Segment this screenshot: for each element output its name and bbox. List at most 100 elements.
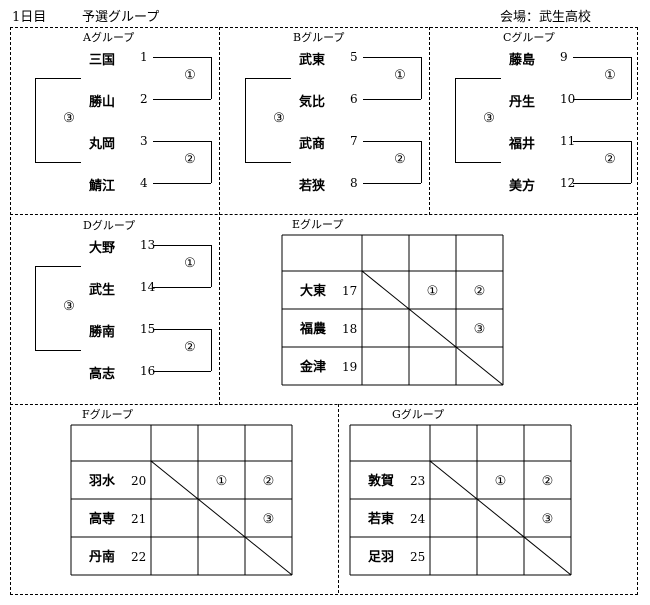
group-title: Bグループ	[293, 31, 345, 44]
seed-number: 11	[560, 134, 576, 148]
match-marker: ①	[604, 68, 616, 83]
group-title: Aグループ	[83, 31, 135, 44]
team-name: 武生	[89, 283, 116, 298]
diagonal-line	[361, 270, 504, 386]
bracket-line	[631, 141, 632, 183]
group-title: Cグループ	[503, 31, 555, 44]
diagonal-line	[150, 460, 293, 576]
bracket-line	[245, 162, 291, 163]
divider-v3	[338, 404, 339, 593]
bracket-line	[153, 287, 211, 288]
group-title: Gグループ	[392, 408, 445, 421]
match-marker: ①	[427, 284, 439, 299]
team-name: 福井	[509, 137, 536, 152]
bracket-line	[153, 141, 211, 142]
group-title: Dグループ	[83, 219, 136, 232]
bracket-line	[35, 350, 81, 351]
team-name: 丹南	[89, 549, 115, 565]
match-marker: ①	[495, 474, 507, 489]
bracket-line	[35, 78, 36, 163]
bracket-line	[153, 57, 211, 58]
match-marker: ③	[273, 111, 285, 126]
team-name: 高専	[89, 511, 115, 527]
bracket-line	[35, 266, 81, 267]
group-title: Fグループ	[82, 408, 133, 421]
outer-frame	[10, 27, 638, 595]
seed-number: 13	[140, 238, 156, 252]
team-name: 丹生	[509, 95, 536, 110]
bracket-line	[455, 78, 456, 163]
team-name: 福農	[299, 321, 327, 337]
bracket-line	[573, 183, 631, 184]
bracket-line	[421, 57, 422, 99]
seed-number: 12	[560, 176, 576, 190]
team-name: 鯖江	[89, 179, 116, 194]
team-name: 美方	[509, 179, 536, 194]
match-marker: ③	[474, 322, 486, 337]
team-name: 羽水	[89, 473, 116, 489]
team-name: 若東	[367, 511, 394, 527]
match-marker: ②	[184, 152, 196, 167]
team-name: 気比	[299, 95, 326, 110]
bracket-line	[363, 141, 421, 142]
team-name: 大野	[89, 241, 116, 256]
seed-number: 15	[140, 322, 156, 336]
group-title: Eグループ	[292, 218, 344, 231]
seed-number: 25	[410, 550, 425, 564]
seed-number: 2	[140, 92, 148, 106]
divider-h2	[10, 404, 637, 405]
match-marker: ③	[63, 299, 75, 314]
match-marker: ③	[542, 512, 554, 527]
match-marker: ②	[542, 474, 554, 489]
match-marker: ②	[184, 340, 196, 355]
bracket-line	[153, 371, 211, 372]
seed-number: 23	[410, 474, 425, 488]
seed-number: 16	[140, 364, 156, 378]
diagonal-line	[429, 460, 572, 576]
bracket-line	[573, 99, 631, 100]
seed-number: 18	[342, 322, 357, 336]
bracket-line	[573, 141, 631, 142]
bracket-line	[35, 162, 81, 163]
seed-number: 3	[140, 134, 148, 148]
seed-number: 7	[350, 134, 358, 148]
bracket-line	[245, 78, 246, 163]
seed-number: 6	[350, 92, 358, 106]
seed-number: 5	[350, 50, 358, 64]
divider-v2	[429, 27, 430, 215]
team-name: 三国	[89, 53, 116, 68]
bracket-line	[245, 78, 291, 79]
seed-number: 1	[140, 50, 148, 64]
bracket-line	[35, 78, 81, 79]
team-name: 武東	[299, 53, 326, 68]
seed-number: 8	[350, 176, 358, 190]
bracket-line	[211, 57, 212, 99]
match-marker: ③	[63, 111, 75, 126]
divider-h1	[10, 214, 637, 215]
seed-number: 14	[140, 280, 156, 294]
team-name: 武商	[299, 137, 326, 152]
bracket-line	[363, 99, 421, 100]
venue-label: 会場：武生高校	[500, 10, 592, 25]
bracket-line	[211, 329, 212, 371]
match-marker: ②	[604, 152, 616, 167]
team-name: 藤島	[509, 53, 536, 68]
seed-number: 19	[342, 360, 357, 374]
bracket-line	[153, 183, 211, 184]
match-marker: ①	[394, 68, 406, 83]
match-marker: ②	[263, 474, 275, 489]
day-label: 1日目	[12, 10, 47, 25]
team-name: 若狭	[299, 179, 326, 194]
bracket-line	[35, 266, 36, 351]
team-name: 高志	[89, 367, 116, 382]
match-marker: ①	[216, 474, 228, 489]
team-name: 金津	[299, 359, 326, 375]
seed-number: 17	[342, 284, 357, 298]
match-marker: ②	[474, 284, 486, 299]
team-name: 勝山	[89, 95, 116, 110]
bracket-line	[631, 57, 632, 99]
bracket-line	[153, 99, 211, 100]
